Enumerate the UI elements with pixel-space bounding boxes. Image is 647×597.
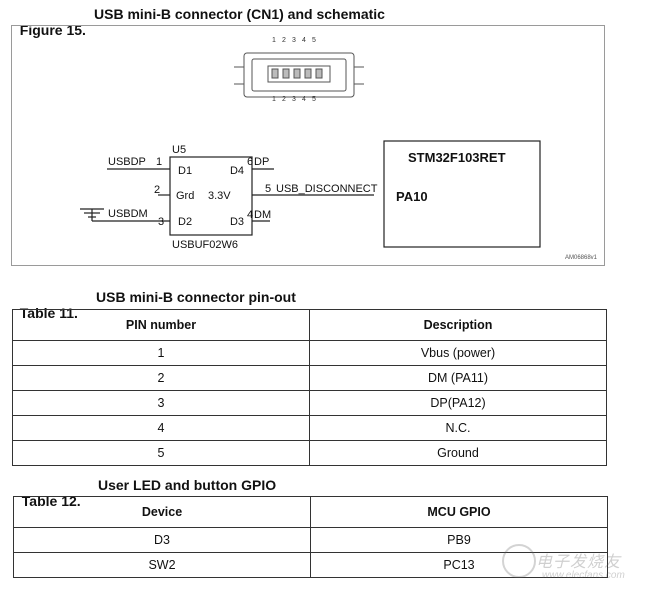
connector-bottom-pin-4: 4	[302, 96, 306, 103]
figure-number: Figure 15.	[19, 22, 86, 38]
table-row: D3 PB9	[13, 527, 608, 553]
table-header-row: PIN number Description	[12, 309, 607, 341]
connector-top-pin-1: 1	[272, 37, 276, 44]
pin5-net: USB_DISCONNECT	[276, 183, 378, 195]
usb-pinout-table: PIN number Description 1 Vbus (power) 2 …	[12, 309, 607, 466]
pin1-net: USBDP	[108, 156, 146, 168]
table-cell: 4	[12, 415, 310, 441]
table-cell: 2	[12, 365, 310, 391]
watermark: 电子发烧友 www.elecfans.com	[500, 540, 640, 590]
table-cell: PB9	[310, 527, 608, 553]
column-header: PIN number	[12, 309, 310, 341]
table11-title: USB mini-B connector pin-out	[96, 289, 296, 305]
usb-connector-icon	[234, 52, 364, 98]
column-header: Description	[309, 309, 607, 341]
table-cell: DM (PA11)	[309, 365, 607, 391]
pin4-name: D3	[230, 216, 244, 228]
ic-part: USBUF02W6	[172, 239, 238, 251]
connector-bottom-pin-1: 1	[272, 96, 276, 103]
table-row: 4 N.C.	[12, 415, 607, 441]
ic-body	[169, 156, 253, 236]
pin1-name: D1	[178, 165, 192, 177]
pin3-net: USBDM	[108, 208, 148, 220]
table-cell: Ground	[309, 440, 607, 466]
mcu-name: STM32F103RET	[408, 150, 506, 165]
table-cell: 3	[12, 390, 310, 416]
table-row: 1 Vbus (power)	[12, 340, 607, 366]
table-cell: DP(PA12)	[309, 390, 607, 416]
connector-top-pin-3: 3	[292, 37, 296, 44]
connector-top-pin-4: 4	[302, 37, 306, 44]
table-cell: PC13	[310, 552, 608, 578]
connector-top-pin-2: 2	[282, 37, 286, 44]
watermark-url: www.elecfans.com	[542, 570, 625, 581]
watermark-logo-icon	[502, 544, 536, 578]
figure-title: USB mini-B connector (CN1) and schematic	[94, 6, 385, 22]
pin2-num: 2	[154, 184, 160, 196]
table-cell: SW2	[13, 552, 311, 578]
table12-title: User LED and button GPIO	[98, 477, 277, 493]
pin6-num: 6	[247, 156, 253, 168]
table-cell: 5	[12, 440, 310, 466]
pin4-net: DM	[254, 209, 271, 221]
watermark-text: 电子发烧友	[536, 554, 622, 571]
pin6-name: D4	[230, 165, 244, 177]
connector-bottom-pin-3: 3	[292, 96, 296, 103]
table-row: SW2 PC13	[13, 552, 608, 578]
pin6-net: DP	[254, 156, 269, 168]
pin3-name: D2	[178, 216, 192, 228]
ic-ref: U5	[172, 144, 186, 156]
mcu-box	[383, 140, 541, 248]
column-header: Device	[13, 496, 311, 528]
table-row: 5 Ground	[12, 440, 607, 466]
figure-box: 1 2 3 4 5 1 2 3 4 5	[11, 25, 605, 266]
schematic-drawing: 1 2 3 4 5 1 2 3 4 5	[80, 37, 598, 261]
led-button-gpio-table: Device MCU GPIO D3 PB9 SW2 PC13	[13, 496, 608, 578]
pin2-name: Grd	[176, 190, 194, 202]
connector-top-pin-5: 5	[312, 37, 316, 44]
table-row: 3 DP(PA12)	[12, 390, 607, 416]
connector-pin-labels: 1 2 3 4 5 1 2 3 4 5	[272, 37, 316, 103]
connector-bottom-pin-5: 5	[312, 96, 316, 103]
pin4-num: 4	[247, 209, 253, 221]
table-cell: D3	[13, 527, 311, 553]
table-cell: Vbus (power)	[309, 340, 607, 366]
table-header-row: Device MCU GPIO	[13, 496, 608, 528]
ic-center-label: 3.3V	[208, 190, 231, 202]
figure-ref-id: AM06868v1	[565, 255, 598, 261]
table-row: 2 DM (PA11)	[12, 365, 607, 391]
figure-caption: Figure 15. USB mini-B connector (CN1) an…	[12, 6, 385, 54]
pin1-num: 1	[156, 156, 162, 168]
connector-bottom-pin-2: 2	[282, 96, 286, 103]
pin3-num: 3	[158, 216, 164, 228]
mcu-pin: PA10	[396, 189, 428, 204]
column-header: MCU GPIO	[310, 496, 608, 528]
pin5-num: 5	[265, 183, 271, 195]
table-cell: N.C.	[309, 415, 607, 441]
table-cell: 1	[12, 340, 310, 366]
